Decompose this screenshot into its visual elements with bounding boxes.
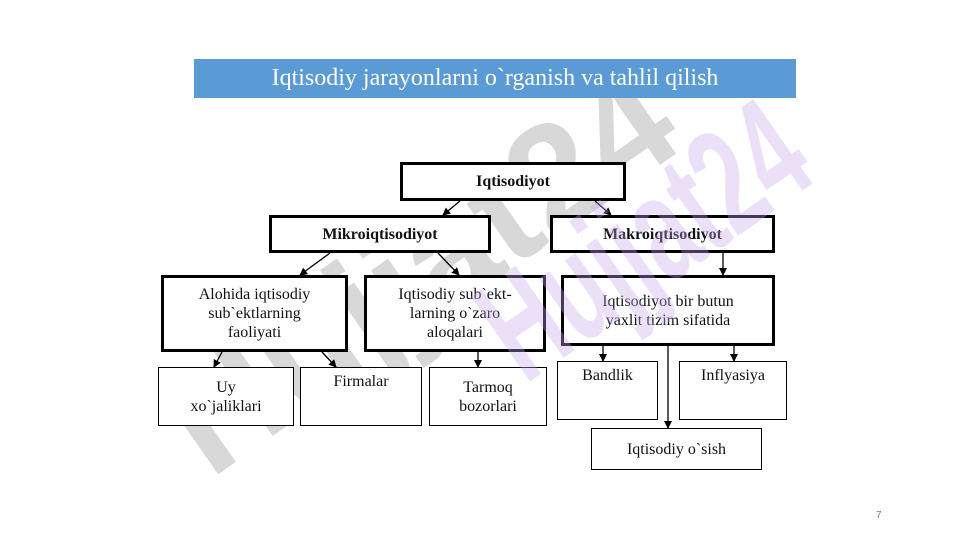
node-sector-markets: Tarmoq bozorlari (429, 367, 547, 426)
node-microeconomics: Mikroiqtisodiyot (269, 215, 491, 253)
node-economy: Iqtisodiyot (400, 162, 626, 201)
node-entity-relations: Iqtisodiy sub`ekt- larning o`zaro aloqal… (364, 275, 546, 352)
arrow-individual-firms (321, 351, 337, 368)
slide-title-bar: Iqtisodiy jarayonlarni o`rganish va tahl… (194, 59, 796, 98)
node-macroeconomics: Makroiqtisodiyot (550, 215, 775, 253)
node-employment: Bandlik (557, 361, 658, 420)
node-individual-entities: Alohida iqtisodiy sub`ektlarning faoliya… (161, 275, 348, 352)
arrow-micro-relations (437, 252, 460, 276)
arrow-micro-individual (299, 252, 331, 276)
node-economic-growth: Iqtisodiy o`sish (591, 428, 762, 470)
node-economy-as-system: Iqtisodiyot bir butun yaxlit tizim sifat… (561, 275, 775, 346)
node-inflation: Inflyasiya (679, 361, 787, 420)
arrow-individual-households (213, 351, 223, 368)
arrow-root-micro (442, 200, 461, 216)
slide-title: Iqtisodiy jarayonlarni o`rganish va tahl… (271, 65, 719, 91)
arrow-root-macro (594, 200, 612, 216)
node-households: Uy xo`jaliklari (158, 367, 294, 426)
node-firms: Firmalar (300, 367, 422, 426)
page-number: 7 (876, 510, 882, 521)
